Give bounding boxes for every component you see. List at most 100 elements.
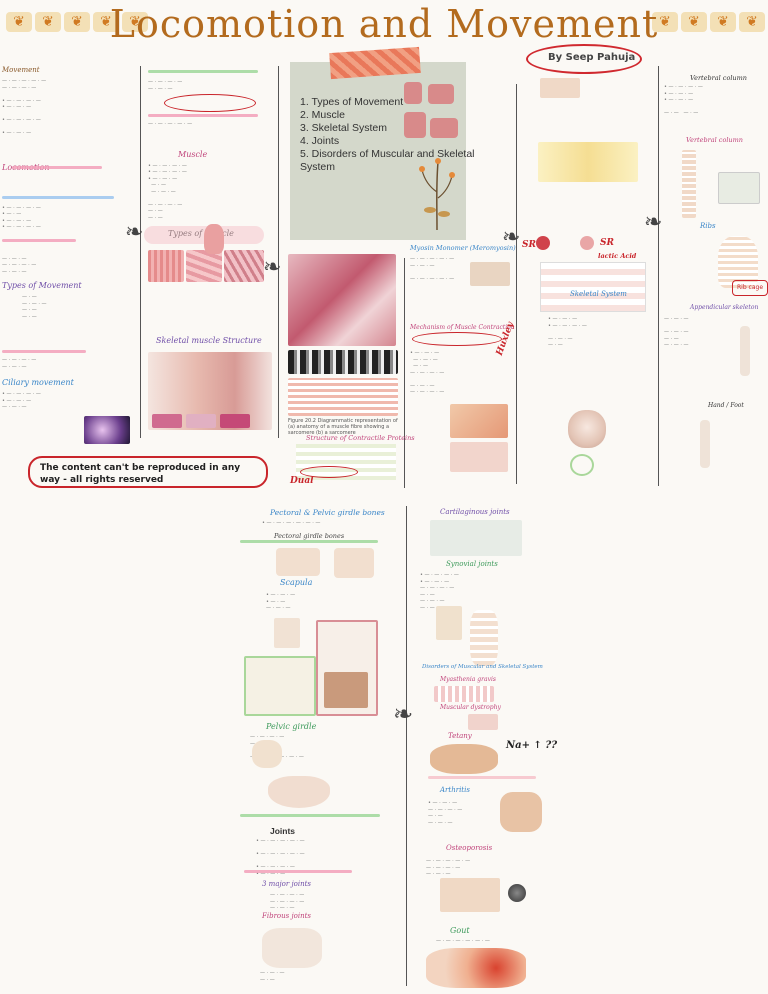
highlight-bar (2, 195, 114, 199)
osteoporosis-image (440, 878, 500, 912)
leaf-icon: ❦ (35, 12, 61, 32)
notes-text: — · — · —— · — (260, 970, 285, 983)
handwritten-note: Dual (290, 476, 314, 486)
column-1: Movement — · — · — · — · —— · — · — · —•… (2, 66, 130, 411)
highlight-bar (240, 814, 380, 817)
muscle-stain-image (186, 414, 216, 428)
ribs-heading: Ribs (700, 222, 716, 230)
muscle-stain-image (220, 414, 250, 428)
column-divider (516, 84, 517, 484)
tetany-formula: Na+ ↑ ?? (506, 740, 558, 751)
myasthenia-heading: Myasthenia gravis (440, 676, 496, 683)
notes-text: • — · — · —— · — · — · —— · —— · — · — (428, 800, 463, 826)
sarcomere-image (540, 78, 580, 98)
fibrous-joints-heading: Fibrous joints (262, 912, 311, 920)
notes-text: • — · — · — — · — · — — · —— · — · — · —… (410, 350, 445, 395)
circled-note (412, 332, 502, 346)
column-divider (404, 258, 405, 488)
circled-note (164, 94, 256, 112)
circled-note (300, 466, 358, 478)
notes-text: • — · — · — · —• — · — · —• — · — · —— ·… (664, 84, 703, 116)
column-divider (658, 66, 659, 486)
types-of-movement-heading: Types of Movement (2, 281, 82, 290)
notes-text: — · — · — · — · —— · — · — · —• — · — · … (2, 78, 47, 136)
notes-text: • — · — · — · —• — · — · —— · — · — (2, 391, 41, 410)
hand-label: Hand (708, 402, 725, 409)
leaf-icon: ❦ (681, 12, 707, 32)
white-fibre-icon (580, 236, 594, 250)
branch-divider-icon: ❧ (263, 255, 282, 280)
synovial-joints-heading: Synovial joints (446, 560, 498, 568)
pectoral-girdle-heading: Pectoral girdle bones (274, 532, 345, 540)
vertebral-joint-image (430, 520, 522, 556)
foot-label: Foot (730, 402, 744, 409)
notes-text: — · — · —— · — · —— · —— · — · — (664, 316, 689, 348)
neuromuscular-diagram (450, 404, 508, 438)
branch-divider-icon: ❧ (393, 700, 414, 728)
branch-divider-icon: ❧ (502, 225, 521, 250)
skull-suture-image (262, 928, 322, 968)
title-leaf-decor-left: ❦ ❦ ❦ ❦ ❦ (6, 12, 148, 38)
contractile-proteins-heading: Structure of Contractile Proteins (306, 434, 415, 442)
title-leaf-decor-right: ❦ ❦ ❦ ❦ (652, 12, 765, 38)
muscular-dystrophy-heading: Muscular dystrophy (440, 704, 501, 711)
highlight-bar (2, 350, 86, 353)
heart-image (204, 224, 224, 254)
sr-label-right: SR (600, 238, 614, 248)
contents-item: 2. Muscle (300, 109, 345, 121)
leg-bones-image (700, 420, 710, 468)
leaf-icon: ❦ (64, 12, 90, 32)
rib-cage-label: Rib cage (732, 280, 768, 296)
copyright-warning: The content can't be reproduced in any w… (28, 456, 268, 488)
column-divider (278, 66, 279, 438)
notes-text: • — · — · —• — · — · — · —— · — · —— · — (548, 316, 587, 348)
fibre-comparison-table (540, 262, 646, 312)
skeletal-muscle-image (148, 250, 184, 282)
vertebra-diagram (718, 172, 760, 204)
arm-bones-image (740, 326, 750, 376)
joints-heading: Joints (270, 826, 296, 836)
contents-item: 4. Joints (300, 135, 340, 147)
highlight-bar (2, 238, 76, 242)
muscle-figure-image (430, 118, 458, 138)
arthritis-image (500, 792, 542, 832)
branch-divider-icon: ❧ (125, 220, 144, 245)
cartilaginous-joints-heading: Cartilaginous joints (440, 508, 510, 516)
shoulder-photo (324, 672, 368, 708)
column-2: — · — · — · —— · — · — — · — · — · — · —… (148, 66, 274, 238)
notes-text: — · — · —— · — · — · —— · — · — (2, 255, 37, 275)
notes-text: — · — · — · — · — (148, 121, 193, 127)
notes-text: — · — · — · —— · — · — (148, 79, 183, 92)
botanical-branch-icon (419, 158, 455, 231)
leaf-icon: ❦ (739, 12, 765, 32)
leaf-icon: ❦ (6, 12, 32, 32)
notes-text: • — · — · — · — · — · — (262, 520, 321, 526)
disorders-heading: Disorders of Muscular and Skeletal Syste… (422, 664, 543, 670)
contents-item: 3. Skeletal System (300, 122, 387, 134)
notes-text: • — · — · — · —• — · — · — · —• — · — · … (148, 162, 187, 221)
vertebral-column-heading-top: Vertebral column (690, 74, 747, 82)
highlight-bar (244, 870, 352, 873)
column-divider (406, 506, 407, 986)
contents-list: 1. Types of Movement 2. Muscle 3. Skelet… (300, 96, 475, 174)
page-title: Locomotion and Movement (109, 2, 659, 46)
sarcomere-diagram (288, 254, 396, 346)
notes-text: — · — · — · — · —— · — · — · —— · — · — (426, 858, 471, 877)
skeleton-image (470, 610, 498, 666)
myosin-heading: Myosin Monomer (Meromyosin) (410, 244, 516, 252)
highlight-bar (148, 70, 258, 73)
motor-end-plate-diagram (450, 442, 508, 472)
pectoral-pelvic-heading: Pectoral & Pelvic girdle bones (270, 508, 385, 517)
appendicular-skeleton-heading: Appendicular skeleton (690, 304, 759, 311)
leaf-icon: ❦ (93, 12, 119, 32)
rib-cage-image (718, 236, 758, 288)
author-name: By Seep Pahuja (548, 52, 636, 63)
skull-image (568, 410, 606, 448)
joint-image (436, 606, 462, 640)
lactic-acid-note: lactic Acid (598, 252, 637, 260)
highlight-bar (148, 114, 258, 117)
scapula-image (274, 618, 300, 648)
pelvis-image (252, 740, 282, 768)
figure-caption: Figure 20.2 Diagrammatic representation … (288, 418, 398, 436)
tetany-hand-image (430, 744, 498, 774)
